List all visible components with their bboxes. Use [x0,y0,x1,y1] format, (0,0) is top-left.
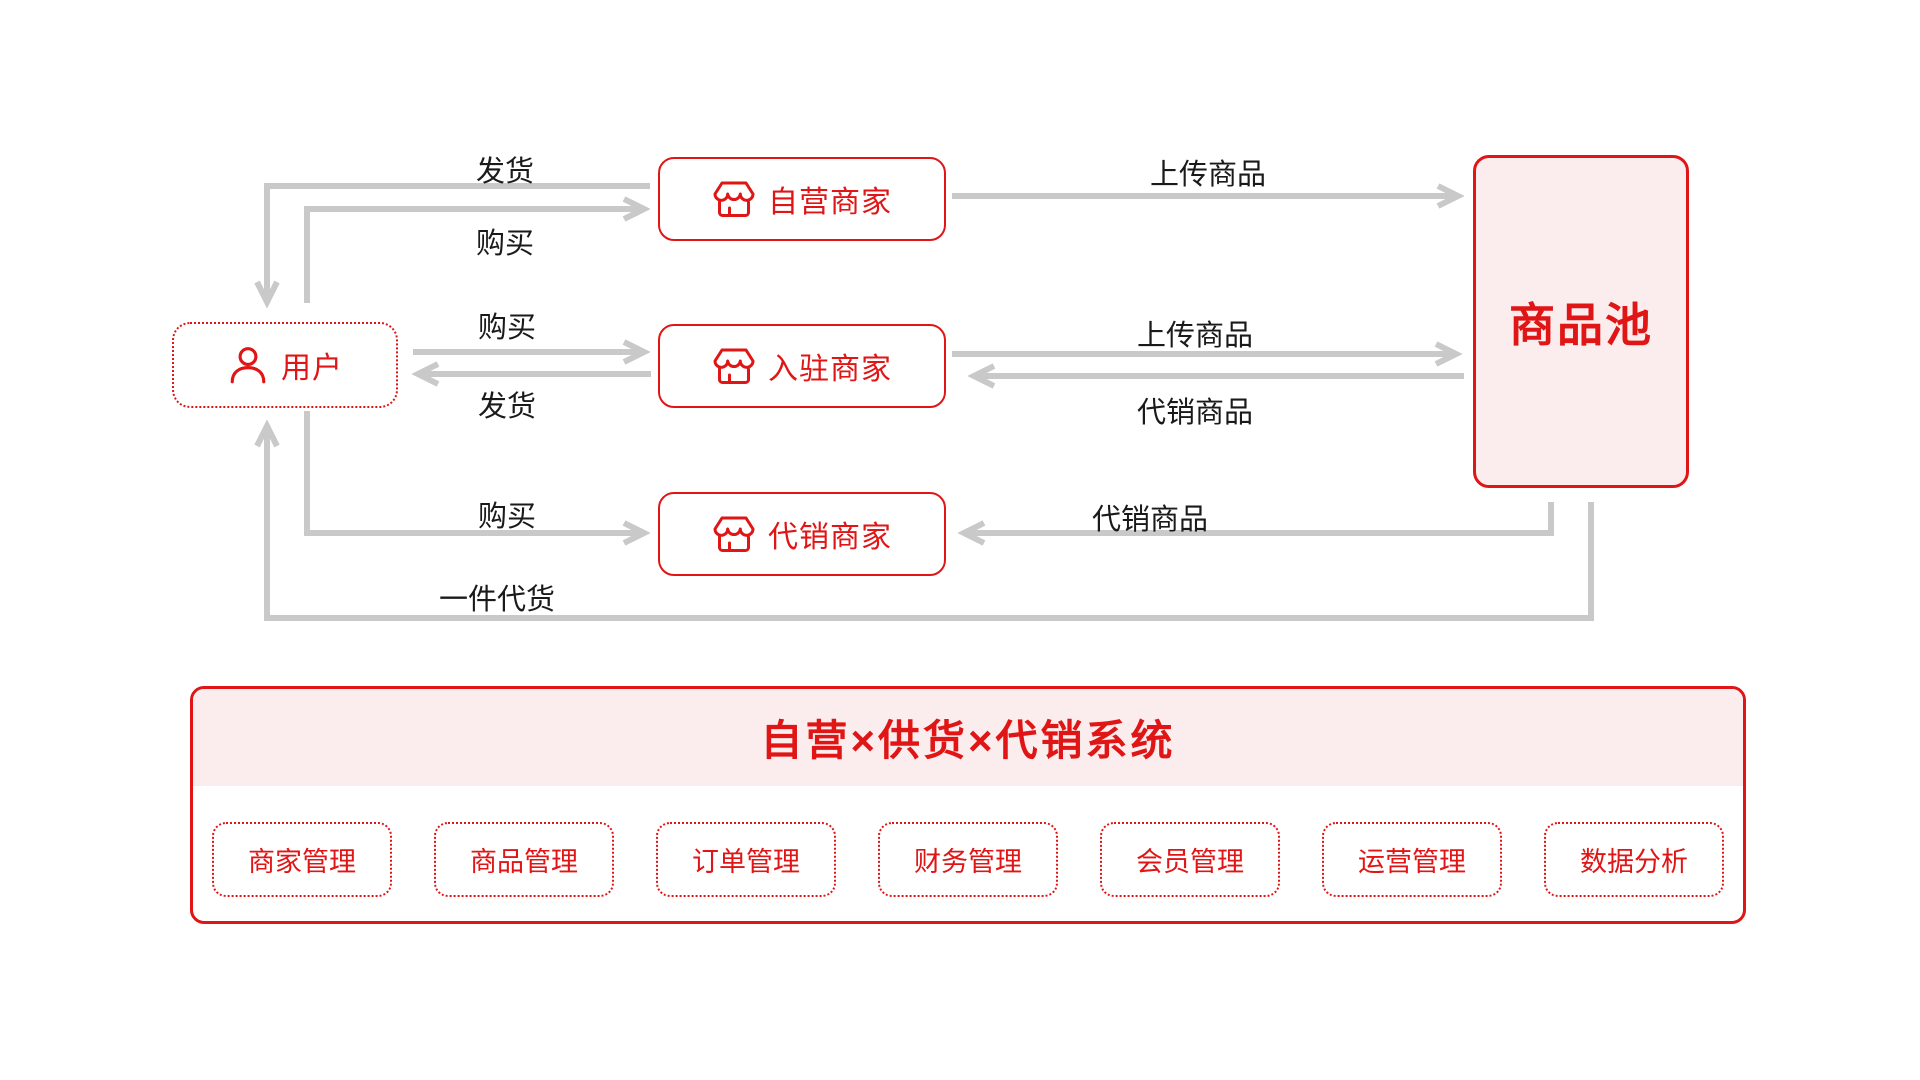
system-panel-title: 自营×供货×代销系统 [760,717,1176,764]
node-consignment-merchant-label: 代销商家 [768,521,892,554]
module-chip-row: 商家管理 商品管理 订单管理 财务管理 会员管理 运营管理 数据分析 [193,822,1743,897]
node-product-pool-label: 商品池 [1509,298,1653,351]
edge-label-consign-mid: 代销商品 [1136,397,1254,429]
node-self-operated-merchant-label: 自营商家 [768,186,892,219]
chip-operations-management: 运营管理 [1322,822,1502,897]
person-icon [230,347,266,384]
chip-merchant-management: 商家管理 [212,822,392,897]
storefront-icon [713,348,755,384]
chip-order-management: 订单管理 [656,822,836,897]
chip-product-management: 商品管理 [434,822,614,897]
storefront-icon [713,181,755,217]
edge-label-ship-top: 发货 [475,156,535,188]
edge-label-buy-bottom: 购买 [477,501,537,533]
edge-label-buy-top: 购买 [475,228,535,260]
node-product-pool: 商品池 [1473,155,1689,488]
node-user-label: 用户 [281,352,343,385]
edge-label-buy-mid: 购买 [477,312,537,344]
node-self-operated-merchant: 自营商家 [658,157,946,241]
edge-label-consign-bottom: 代销商品 [1091,504,1209,536]
storefront-icon [713,516,755,552]
edge-ship-top [267,183,650,302]
edge-label-upload-top: 上传商品 [1149,159,1267,191]
system-panel: 自营×供货×代销系统 商家管理 商品管理 订单管理 财务管理 会员管理 运营管理… [190,686,1746,924]
edge-label-dropship: 一件代货 [438,584,556,616]
edge-consign-bottom [964,502,1554,533]
node-consignment-merchant: 代销商家 [658,492,946,576]
chip-member-management: 会员管理 [1100,822,1280,897]
chip-finance-management: 财务管理 [878,822,1058,897]
node-settled-merchant: 入驻商家 [658,324,946,408]
system-panel-header: 自营×供货×代销系统 [193,689,1743,786]
edge-buy-bottom [304,411,644,533]
edge-label-ship-mid: 发货 [477,391,537,423]
chip-data-analysis: 数据分析 [1544,822,1724,897]
node-user: 用户 [172,322,398,408]
node-settled-merchant-label: 入驻商家 [768,353,892,386]
edge-label-upload-mid: 上传商品 [1136,320,1254,352]
